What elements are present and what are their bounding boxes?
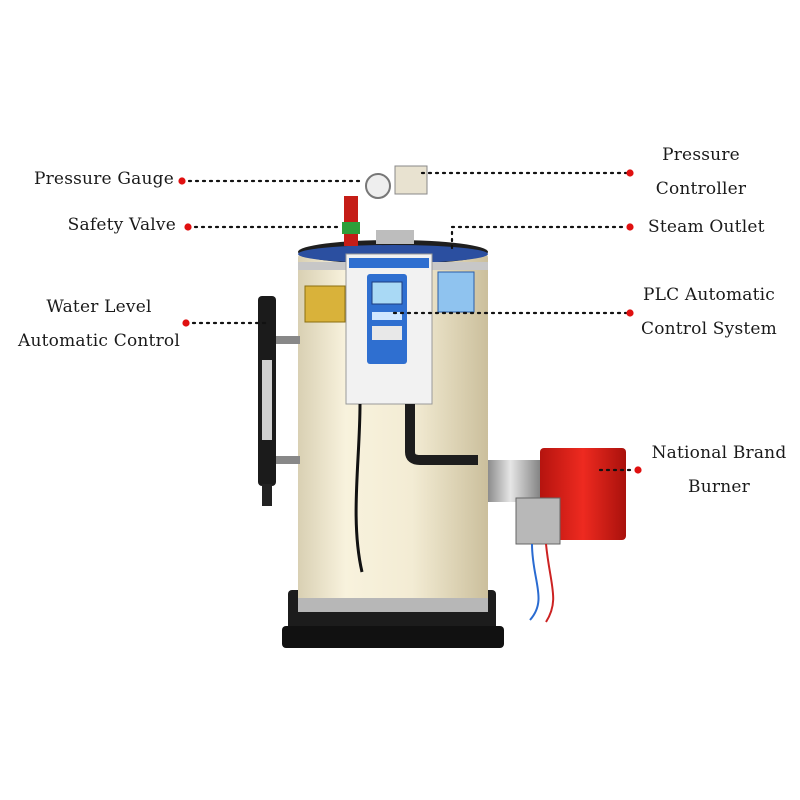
label-pressure-gauge: Pressure Gauge	[28, 162, 174, 196]
label-line: Pressure	[662, 145, 740, 165]
plc-control-panel	[345, 253, 475, 405]
leader-steam-outlet	[450, 225, 628, 250]
label-line: Control System	[640, 319, 777, 339]
label-line: National Brand	[651, 443, 787, 463]
top-fittings	[342, 165, 428, 246]
label-plc: PLC Automatic Control System	[634, 278, 784, 346]
label-line: Pressure Gauge	[33, 169, 174, 189]
marker-dot-steam-outlet	[626, 223, 634, 231]
label-line: Automatic Control	[18, 331, 180, 351]
marker-dot-plc	[626, 309, 634, 317]
water-level-column	[258, 296, 300, 506]
label-burner: National Brand Burner	[648, 436, 790, 504]
marker-dot-safety-valve	[184, 223, 192, 231]
label-line: PLC Automatic	[642, 285, 776, 305]
label-line: Steam Outlet	[648, 217, 765, 237]
burner-pipe	[405, 404, 478, 465]
label-steam-outlet: Steam Outlet	[648, 210, 788, 244]
label-safety-valve: Safety Valve	[44, 208, 176, 242]
label-pressure-controller: Pressure Controller	[646, 138, 756, 206]
power-cable	[354, 403, 364, 573]
leader-lines	[180, 171, 636, 472]
label-water-level: Water Level Automatic Control	[14, 290, 184, 358]
marker-dot-water-level	[182, 319, 190, 327]
marker-dot-pressure-controller	[626, 169, 634, 177]
marker-dots	[178, 169, 642, 474]
label-line: Safety Valve	[67, 215, 176, 235]
label-line: Water Level	[46, 297, 152, 317]
burner	[488, 448, 626, 623]
nameplate	[304, 285, 346, 323]
label-line: Controller	[655, 179, 747, 199]
marker-dot-pressure-gauge	[178, 177, 186, 185]
marker-dot-burner	[634, 466, 642, 474]
label-line: Burner	[688, 477, 750, 497]
